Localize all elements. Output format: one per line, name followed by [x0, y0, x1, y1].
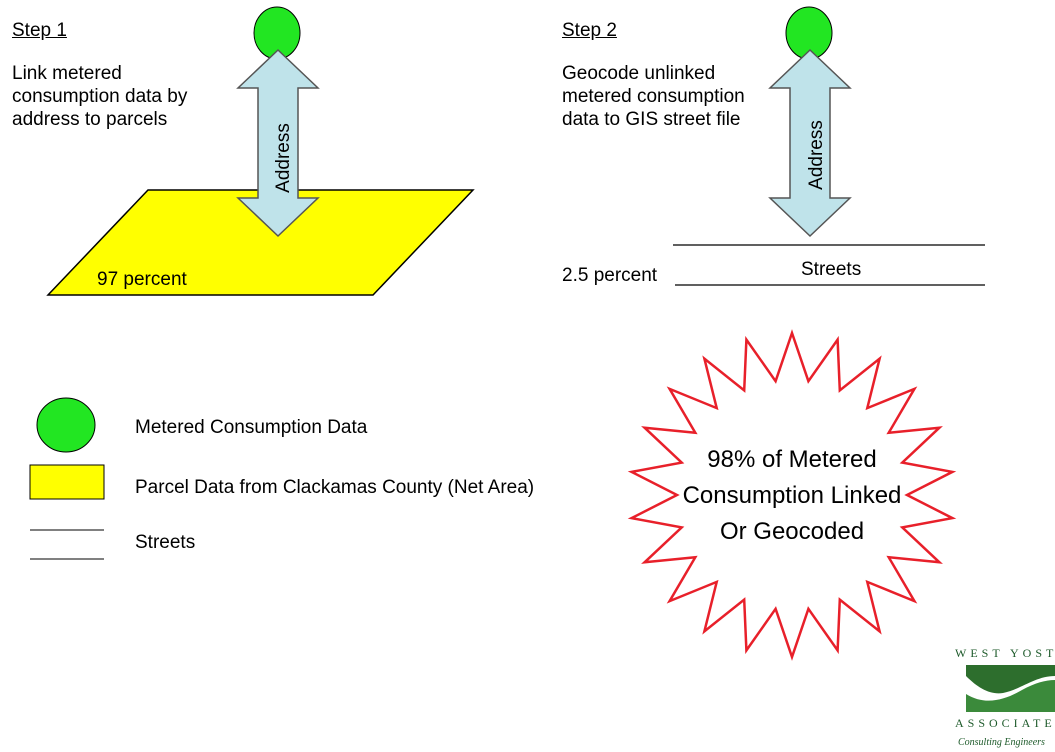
street-percent-label: 2.5 percent — [562, 265, 658, 286]
logo-tagline: Consulting Engineers — [958, 737, 1045, 748]
step1-description: Link metered consumption data by address… — [12, 63, 188, 130]
starburst-line2: Consumption Linked — [683, 482, 902, 509]
address-arrow-step1 — [236, 48, 320, 238]
address-arrow-step2 — [768, 48, 852, 238]
parcel-shape — [46, 189, 475, 296]
legend-rectangle-symbol — [29, 464, 105, 500]
starburst-shape — [627, 329, 957, 661]
legend-label-streets: Streets — [135, 532, 196, 553]
legend-ellipse-symbol — [36, 397, 96, 453]
logo-bottom-text: ASSOCIATES — [955, 716, 1055, 730]
starburst-line1: 98% of Metered — [707, 446, 876, 473]
logo-wave-icon-lower — [966, 680, 1055, 712]
step1-heading: Step 1 — [12, 20, 67, 41]
logo-top-text: WEST YOST — [955, 646, 1055, 660]
starburst-line3: Or Geocoded — [720, 518, 864, 545]
west-yost-logo: WEST YOST ASSOCIATES Consulting Engineer… — [955, 646, 1055, 748]
step2-description: Geocode unlinked metered consumption dat… — [562, 63, 745, 130]
address-arrow-label-step2: Address — [806, 120, 827, 190]
streets-label: Streets — [801, 259, 862, 280]
legend-label-metered: Metered Consumption Data — [135, 417, 368, 438]
logo-wave-icon — [966, 665, 1055, 694]
parcel-percent-label: 97 percent — [97, 269, 187, 290]
step2-heading: Step 2 — [562, 20, 617, 41]
legend-label-parcel: Parcel Data from Clackamas County (Net A… — [135, 477, 535, 498]
address-arrow-label-step1: Address — [273, 123, 294, 193]
